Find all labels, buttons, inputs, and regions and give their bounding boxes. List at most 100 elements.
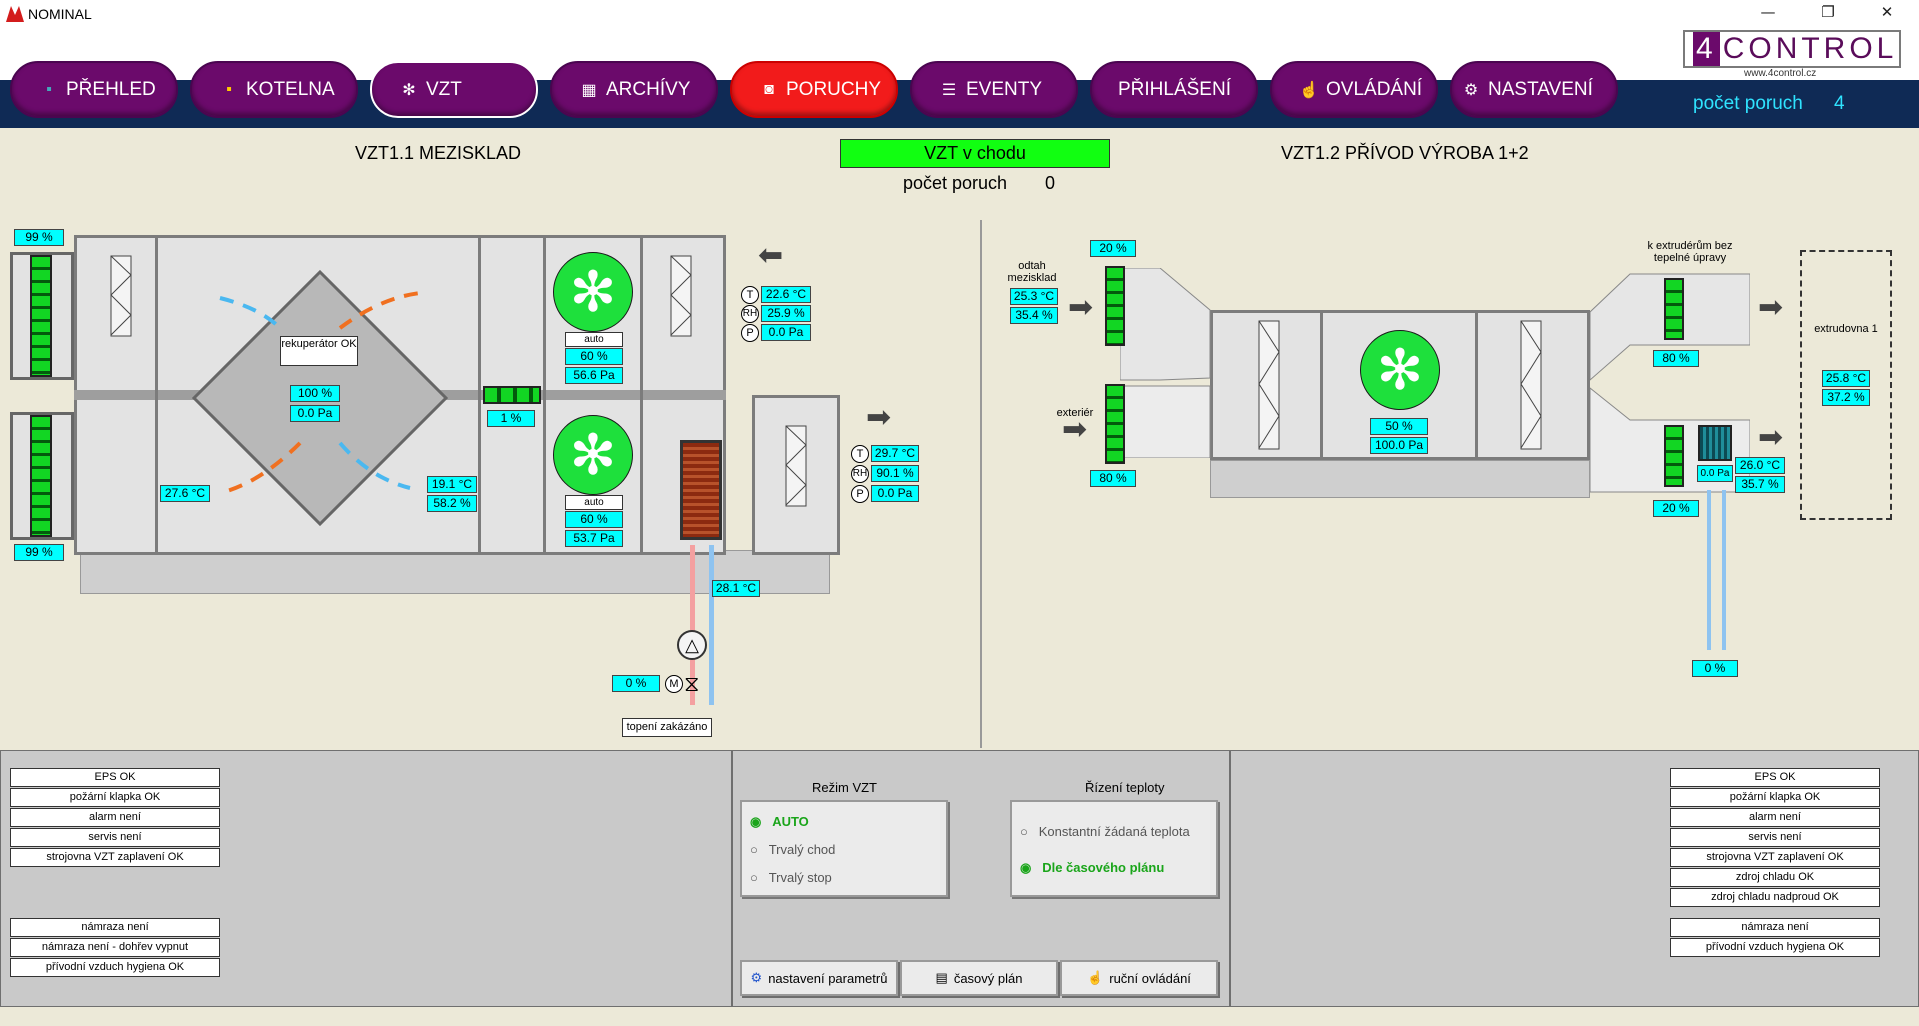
unit1-title: VZT1.1 MEZISKLAD <box>355 143 522 163</box>
recuperator-pressure: 0.0 Pa <box>290 405 340 422</box>
filter-icon <box>670 255 692 337</box>
extrudovna-label: extrudovna 1 <box>1814 323 1878 335</box>
fan-icon: ✻ <box>553 252 633 332</box>
restore-button[interactable]: ❐ <box>1821 3 1835 21</box>
nav-button-nastaveni[interactable]: ⚙ NASTAVENÍ <box>1450 61 1618 118</box>
nav-button-prehled[interactable]: ▪PŘEHLED <box>10 61 178 118</box>
logo-text: CONTROL <box>1722 32 1898 65</box>
status-service: servis není <box>1670 828 1880 847</box>
arrow-right-icon: ➡ <box>1758 420 1784 455</box>
recuperator-status: rekuperátor OK <box>280 336 358 366</box>
nav-label: NASTAVENÍ <box>1488 78 1593 100</box>
unit2-damper-top <box>1105 266 1125 346</box>
supply-pressure: 0.0 Pa <box>871 485 919 502</box>
temp-option-constant[interactable]: ○ Konstantní žádaná teplota <box>1020 824 1190 839</box>
manual-control-button[interactable]: ☝ ruční ovládání <box>1060 960 1218 996</box>
arrow-left-icon: ⬅ <box>758 238 784 273</box>
filter-icon <box>110 255 132 337</box>
status-cooling-source: zdroj chladu OK <box>1670 868 1880 887</box>
arrow-right-icon: ➡ <box>1758 290 1784 325</box>
fan-bottom-percent: 60 % <box>565 511 623 528</box>
nav-button-prihlaseni[interactable]: PŘIHLÁŠENÍ <box>1090 61 1258 118</box>
arrow-right-icon: ➡ <box>1068 290 1094 325</box>
nav-label: ARCHÍVY <box>606 78 691 100</box>
mode-title: Režim VZT <box>812 780 877 795</box>
extruder-label: k extrudérům bez tepelné úpravy <box>1647 240 1733 264</box>
nav-label: VZT <box>426 78 462 100</box>
hand-icon: ☝ <box>1087 970 1104 985</box>
gears-icon: ⚙ <box>1463 81 1479 99</box>
parameters-button[interactable]: ⚙ nastavení parametrů <box>740 960 898 996</box>
button-label: nastavení parametrů <box>768 970 888 986</box>
window-title: NOMINAL <box>28 6 92 22</box>
intake-damper-top <box>30 255 52 377</box>
bypass-damper <box>483 386 541 404</box>
snowflake-icon: ✻ <box>402 81 416 99</box>
radio-unselected-icon: ○ <box>1020 824 1039 839</box>
cooler-pressure: 0.0 Pa <box>1697 465 1733 482</box>
fault-count-value: 4 <box>1834 93 1845 114</box>
fan-icon: ✻ <box>1360 330 1440 410</box>
minimize-button[interactable]: — <box>1760 3 1776 21</box>
cold-pipe <box>1722 490 1726 650</box>
valve-motor-icon: M <box>665 675 683 693</box>
status-service: servis není <box>10 828 220 847</box>
button-label: ruční ovládání <box>1109 970 1191 986</box>
pump-icon: △ <box>677 630 707 660</box>
pressure-sensor-icon: P <box>851 485 869 503</box>
temp-control-radio-group: ○ Konstantní žádaná teplota ◉ Dle časové… <box>1010 800 1218 897</box>
nav-label: OVLÁDÁNÍ <box>1326 78 1423 100</box>
temp-option-schedule[interactable]: ◉ Dle časového plánu <box>1020 860 1164 876</box>
filter-icon <box>785 425 807 507</box>
hand-icon: ☝ <box>1299 81 1319 99</box>
unit2-damper-right-bottom <box>1664 425 1684 487</box>
nav-button-archivy[interactable]: ▦ ARCHÍVY <box>550 61 718 118</box>
faults-label: počet poruch <box>903 173 1008 193</box>
intake-plenum <box>1120 268 1211 458</box>
calendar-icon: ▤ <box>935 970 948 985</box>
status-flooding: strojovna VZT zaplavení OK <box>1670 848 1880 867</box>
nav-button-poruchy[interactable]: ◙PORUCHY <box>730 61 898 118</box>
unit2-fan-percent: 50 % <box>1370 418 1428 435</box>
intake-rh: 25.9 % <box>761 305 811 322</box>
cooler-coil <box>1698 425 1732 461</box>
filter-icon <box>1520 320 1542 450</box>
status-eps: EPS OK <box>1670 768 1880 787</box>
unit2-supply-temp: 26.0 °C <box>1735 457 1785 474</box>
supply-temp: 29.7 °C <box>871 445 919 462</box>
section-divider <box>980 220 982 748</box>
unit2-base <box>1210 460 1590 498</box>
schedule-button[interactable]: ▤časový plán <box>900 960 1058 996</box>
radio-label: AUTO <box>772 814 809 829</box>
mode-option-auto[interactable]: ◉ AUTO <box>750 814 809 830</box>
nav-button-kotelna[interactable]: ▪ KOTELNA <box>190 61 358 118</box>
status-hygiene: přívodní vzduch hygiena OK <box>10 958 220 977</box>
boiler-icon: ▪ <box>226 80 232 98</box>
radio-label: Konstantní žádaná teplota <box>1038 824 1190 839</box>
logo-url: www.4control.cz <box>1744 68 1817 79</box>
nav-label: PŘIHLÁŠENÍ <box>1118 78 1231 100</box>
nav-button-ovladani[interactable]: ☝ OVLÁDÁNÍ <box>1270 61 1438 118</box>
mode-option-continuous[interactable]: ○ Trvalý chod <box>750 842 835 857</box>
intake-damper-bottom <box>30 415 52 537</box>
gears-icon: ⚙ <box>750 970 763 985</box>
bypass-percent: 1 % <box>487 410 535 427</box>
close-button[interactable]: ✕ <box>1880 3 1894 21</box>
unit2-title: VZT1.2 PŘÍVOD VÝROBA 1+2 <box>1281 143 1529 163</box>
temp-control-title: Řízení teploty <box>1085 780 1165 795</box>
fan-bottom-mode: auto <box>565 495 623 510</box>
fault-count-label: počet poruch <box>1693 93 1803 114</box>
unit2-damper-bottom <box>1105 384 1125 464</box>
status-hygiene: přívodní vzduch hygiena OK <box>1670 938 1880 957</box>
nav-label: PORUCHY <box>786 78 882 100</box>
unit2-supply-rh: 35.7 % <box>1735 476 1785 493</box>
chart-icon: ▦ <box>581 81 597 99</box>
unit2-partition <box>1475 310 1478 460</box>
nav-button-eventy[interactable]: ☰EVENTY <box>910 61 1078 118</box>
nav-button-vzt[interactable]: ✻ VZT <box>370 61 538 118</box>
status-fire-damper: požární klapka OK <box>10 788 220 807</box>
pressure-sensor-icon: P <box>741 324 759 342</box>
nav-label: KOTELNA <box>246 78 335 100</box>
mode-option-stop[interactable]: ○ Trvalý stop <box>750 870 832 885</box>
